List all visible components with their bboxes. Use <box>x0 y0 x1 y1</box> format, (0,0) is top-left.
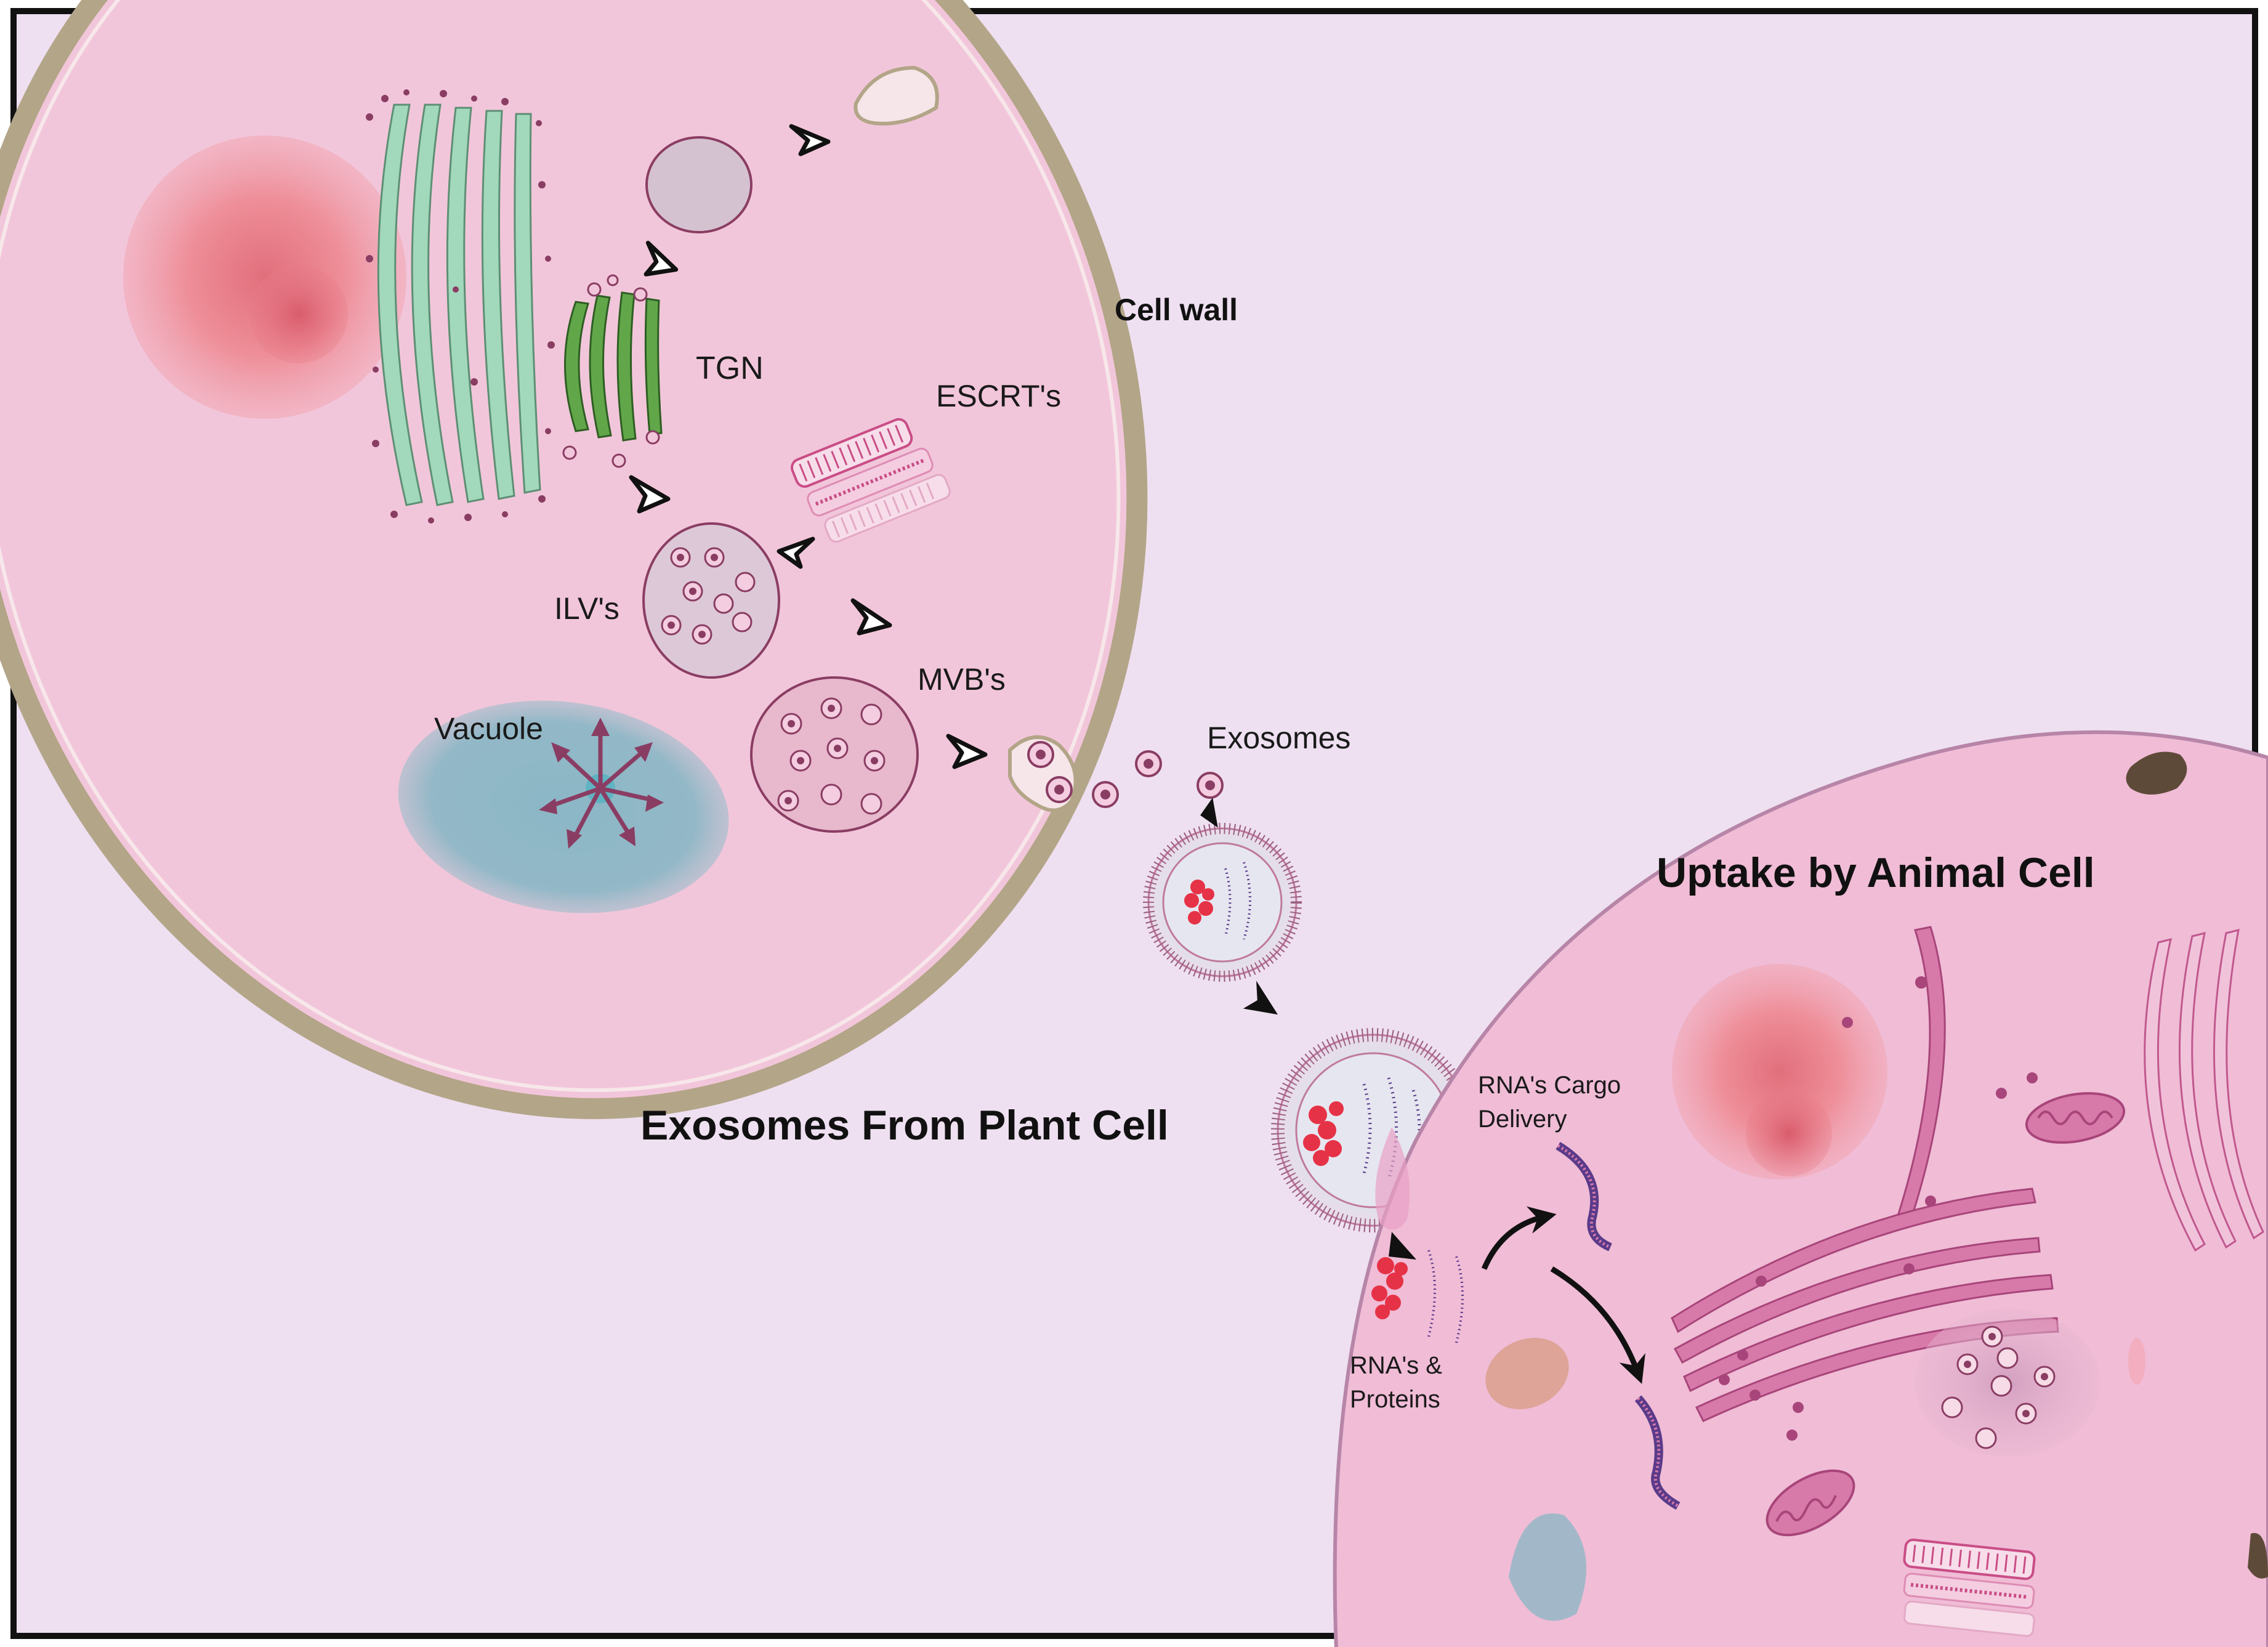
animal-nucleus <box>1672 964 1887 1180</box>
tgn-vesicles <box>562 274 660 468</box>
animal-cell <box>1333 730 2268 1647</box>
protein-cluster-released <box>1371 1257 1408 1319</box>
label-escrts: ESCRT's <box>936 379 1061 413</box>
label-rnas-proteins-line1: RNA's & <box>1350 1352 1442 1379</box>
label-cell-wall: Cell wall <box>1115 293 1238 327</box>
animal-escrt-complex <box>1903 1538 2036 1637</box>
membrane-debris <box>2126 751 2187 795</box>
plant-nucleolus <box>249 265 348 363</box>
pathway-arrowheads <box>629 124 988 769</box>
label-vacuole: Vacuole <box>434 711 543 746</box>
ilv-body <box>642 522 780 679</box>
label-exosomes-from-plant-cell: Exosomes From Plant Cell <box>640 1102 1169 1149</box>
plant-cell-membrane <box>0 0 1121 1093</box>
released-exosomes <box>1092 750 1224 808</box>
plant-nucleus <box>123 136 406 419</box>
label-tgn: TGN <box>696 350 764 386</box>
animal-golgi-right <box>2144 928 2264 1252</box>
vacuole-arrowheads <box>539 718 664 849</box>
golgi-vesicles <box>366 89 555 524</box>
mitochondrion-upper <box>2025 1092 2126 1144</box>
protein-cluster-small <box>1184 880 1214 925</box>
tgn-golgi <box>564 291 663 442</box>
label-rna-cargo-line2: Delivery <box>1478 1106 1567 1133</box>
escrt-complex <box>791 418 951 543</box>
label-rna-cargo-line1: RNA's Cargo <box>1478 1072 1621 1099</box>
rna-ribbon-upper <box>1556 1141 1613 1252</box>
rna-ribbon-lower <box>1634 1395 1681 1510</box>
early-endosome <box>645 136 753 233</box>
rna-strands-small <box>1224 862 1251 940</box>
plant-cell <box>0 0 1148 1120</box>
exosome-detail-small <box>1143 823 1302 982</box>
animal-nucleolus <box>1746 1090 1832 1176</box>
animal-vacuole <box>1509 1513 1586 1621</box>
label-mvbs: MVB's <box>918 662 1006 697</box>
plant-golgi <box>377 103 541 506</box>
delivery-arrows <box>1481 1206 1645 1384</box>
solid-arrowheads <box>1200 798 1416 1260</box>
label-ilvs: ILV's <box>554 591 619 626</box>
rna-strands-released <box>1427 1250 1464 1343</box>
label-uptake-by-animal-cell: Uptake by Animal Cell <box>1657 849 2095 896</box>
animal-cytoplasm-vesicles <box>1719 976 2038 1441</box>
animal-mvb-vesicles <box>1941 1325 2056 1449</box>
protein-cluster-large <box>1303 1101 1344 1166</box>
vacuole-arrows <box>547 727 656 842</box>
animal-lysosome <box>1485 1338 1569 1409</box>
mvb-body <box>750 676 919 833</box>
label-rnas-proteins-line2: Proteins <box>1350 1386 1440 1413</box>
endocytosis-pit <box>854 65 939 126</box>
label-exosomes: Exosomes <box>1207 721 1350 755</box>
animal-small-organelle <box>2128 1338 2145 1385</box>
mitochondrion-lower <box>1766 1469 1855 1537</box>
